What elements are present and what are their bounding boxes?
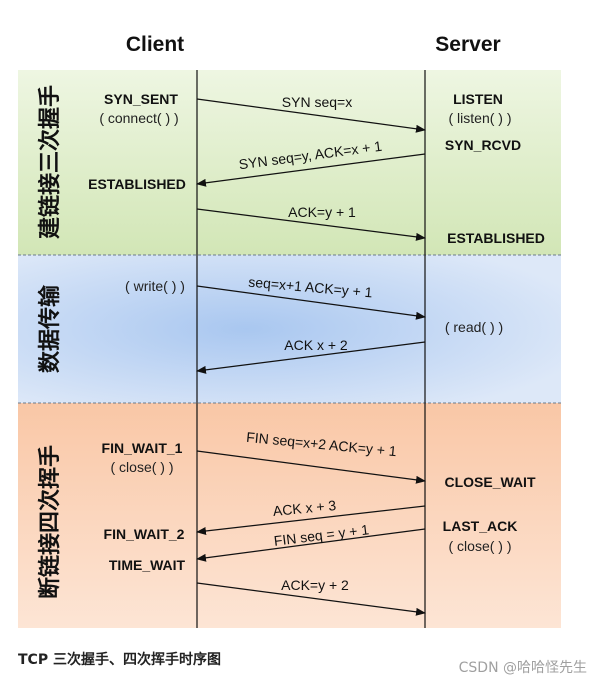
client-state: ESTABLISHED xyxy=(88,176,186,192)
message-label: ACK x + 2 xyxy=(284,337,348,353)
phase-label-teardown: 断链接四次挥手 xyxy=(37,445,63,599)
message-arrow xyxy=(196,450,426,484)
server-header: Server xyxy=(435,33,500,56)
message-label: ACK x + 3 xyxy=(272,497,337,519)
phase-label-transfer: 数据传输 xyxy=(37,284,63,373)
client-state: SYN_SENT xyxy=(104,91,178,107)
message-label: SYN seq=x xyxy=(282,94,352,110)
server-state: LISTEN xyxy=(453,91,503,107)
phase-band-teardown xyxy=(18,403,561,628)
message-label: ACK=y + 1 xyxy=(288,204,356,220)
message-arrow xyxy=(196,208,426,241)
phase-label-handshake: 建链接三次握手 xyxy=(37,85,63,239)
client-state: TIME_WAIT xyxy=(109,557,186,573)
message-arrow xyxy=(196,341,426,374)
server-state: ESTABLISHED xyxy=(447,230,545,246)
server-state: LAST_ACK xyxy=(443,518,518,534)
server-call: ( close( ) ) xyxy=(449,538,512,554)
client-call: ( connect( ) ) xyxy=(99,110,178,126)
client-call: ( close( ) ) xyxy=(111,459,174,475)
phase-band-transfer xyxy=(18,255,561,403)
server-call: ( read( ) ) xyxy=(445,319,503,335)
client-header: Client xyxy=(126,33,184,56)
message-arrow xyxy=(196,153,426,187)
message-arrow xyxy=(196,98,426,133)
client-call: ( write( ) ) xyxy=(125,278,185,294)
figure-caption: TCP 三次握手、四次挥手时序图 xyxy=(18,651,221,668)
message-arrow xyxy=(196,285,426,320)
message-label: ACK=y + 2 xyxy=(281,577,349,593)
message-arrow xyxy=(196,528,426,562)
client-state: FIN_WAIT_2 xyxy=(104,526,185,542)
server-state: CLOSE_WAIT xyxy=(444,474,535,490)
message-arrow xyxy=(196,505,426,535)
server-state: SYN_RCVD xyxy=(445,137,521,153)
server-call: ( listen( ) ) xyxy=(449,110,512,126)
client-state: FIN_WAIT_1 xyxy=(102,440,183,456)
message-arrow xyxy=(196,582,426,616)
phase-band-handshake xyxy=(18,70,561,255)
source-credit: CSDN @哈哈怪先生 xyxy=(459,660,587,676)
